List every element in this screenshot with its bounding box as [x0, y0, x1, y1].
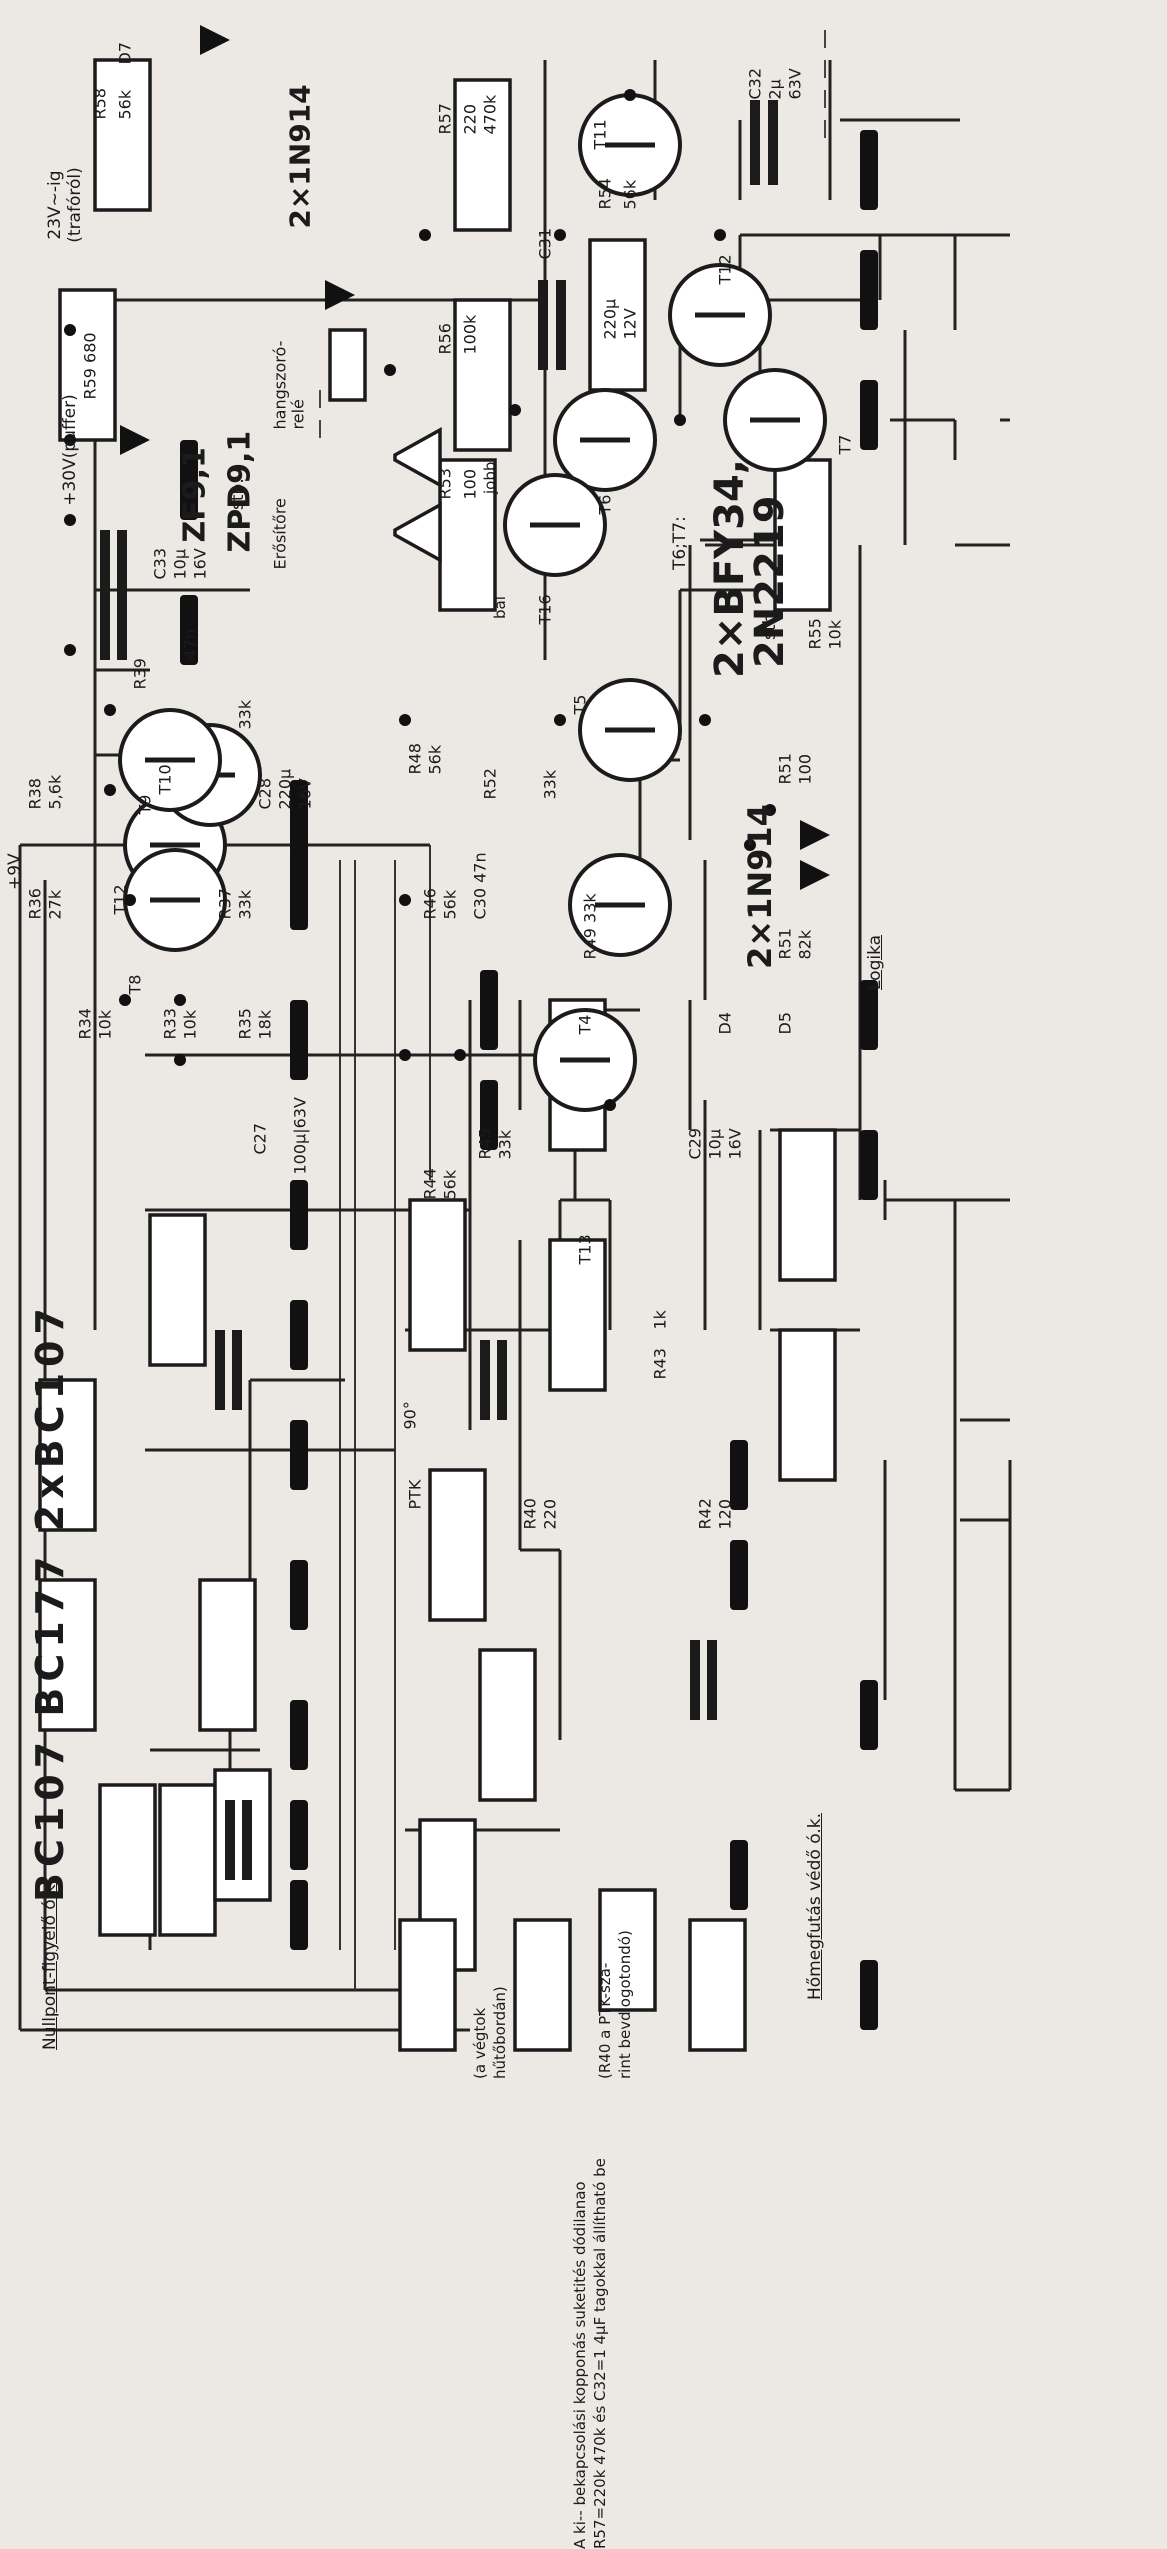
transistors: [118, 93, 827, 1112]
zener-diode: [120, 425, 150, 455]
resistor-R54: [588, 238, 647, 392]
resistor-R51b: [778, 1328, 837, 1482]
resistor-R39: [148, 1213, 207, 1367]
capacitor-C33: [100, 530, 110, 600]
speaker-left: [393, 502, 442, 563]
resistor-R38: [38, 1378, 97, 1532]
capacitor-C29: [690, 1640, 700, 1720]
resistor-R55: [773, 458, 832, 612]
resistor-R56: [453, 298, 512, 452]
capacitor-C27: [225, 1800, 235, 1880]
ground-bars: [180, 130, 878, 2030]
junction-dots: [64, 89, 776, 1111]
resistor-R48: [408, 1198, 467, 1352]
capacitor-C32: [750, 100, 760, 185]
resistor-R34: [98, 1783, 157, 1937]
diode-D5: [800, 860, 830, 890]
diode-relay: [325, 280, 355, 310]
resistor-R51a: [778, 1128, 837, 1282]
capacitors: [100, 100, 778, 1880]
resistor-PTK: [398, 1918, 457, 2052]
capacitor-C30: [480, 1340, 490, 1420]
resistor-R33: [158, 1783, 217, 1937]
resistor-R49: [548, 1238, 607, 1392]
resistor-R57: [453, 78, 512, 232]
resistor-R58: [93, 58, 152, 212]
resistor-R59: [58, 288, 117, 442]
resistor-R40: [513, 1918, 572, 2052]
resistor-R35: [213, 1768, 272, 1902]
resistor-R36: [38, 1578, 97, 1732]
resistor-R43: [598, 1888, 657, 2012]
resistors: [38, 58, 837, 2052]
capacitor-C28: [215, 1330, 225, 1410]
capacitor-C31: [538, 280, 548, 370]
diode-D4: [800, 820, 830, 850]
resistor-R42: [688, 1918, 747, 2052]
resistor-R45: [478, 1648, 537, 1802]
diode-D7: [200, 25, 230, 55]
relay-coil: [328, 328, 367, 402]
schematic-diagram: [18, 25, 1012, 2052]
resistor-R37: [198, 1578, 257, 1732]
resistor-R46: [428, 1468, 487, 1622]
diodes-and-misc: [120, 25, 830, 890]
resistor-R53: [438, 458, 497, 612]
speaker-right: [393, 427, 442, 488]
capacitor-C34: [100, 590, 110, 660]
